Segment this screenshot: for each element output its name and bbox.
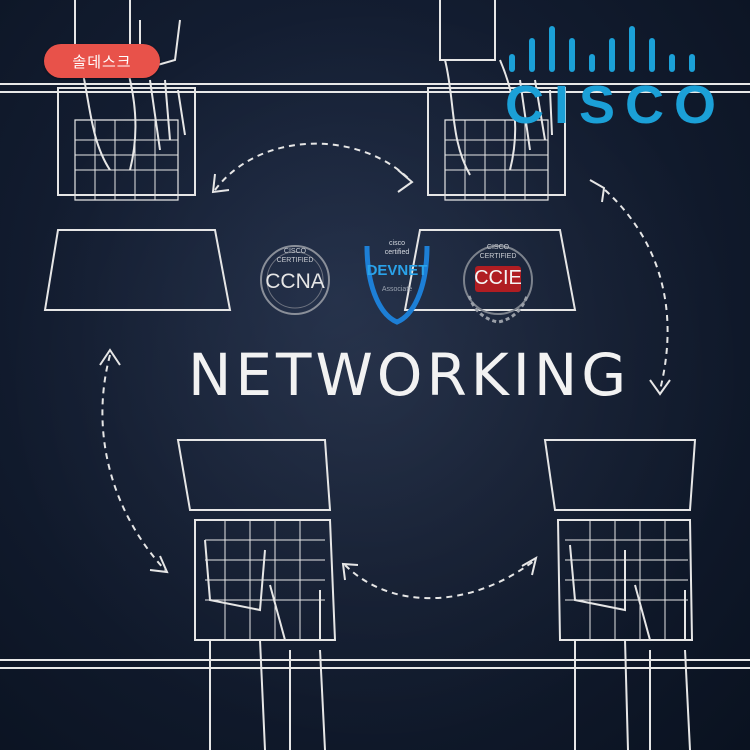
cert-top-line: CISCO: [283, 248, 307, 255]
cert-top-line: CISCO: [486, 244, 510, 251]
cert-seal-ccna: CISCO CERTIFIED CCNA: [255, 240, 335, 320]
brand-badge: 솔데스크: [44, 44, 160, 78]
seal-ring-icon: [260, 245, 330, 315]
hand-sketch-icon: [569, 544, 691, 750]
headline-networking: NETWORKING: [188, 341, 631, 409]
seal-shield-icon: [364, 245, 430, 325]
cert-name: CCNA: [265, 270, 325, 293]
hand-sketch-icon: [439, 0, 553, 176]
cert-seal-devnet: cisco certified DEVNET Associate: [357, 236, 437, 326]
cisco-bars-logo-icon: [509, 26, 695, 72]
cert-name: DEVNET: [366, 262, 428, 279]
laptop-sketch-icon: [543, 439, 697, 641]
cert-top-line: cisco: [389, 240, 405, 247]
cisco-wordmark: CISCO: [505, 75, 727, 135]
cert-sub-line: Associate: [381, 286, 413, 293]
desk-edge-top: [0, 83, 750, 93]
cert-name: CCIE: [474, 267, 522, 289]
cert-mid-line: CERTIFIED: [479, 253, 517, 260]
hand-sketch-icon: [204, 539, 326, 750]
cert-seal-ccie: CISCO CERTIFIED CCIE: [453, 238, 543, 328]
cert-mid-line: certified: [384, 249, 410, 256]
laptop-sketch-icon: [403, 87, 577, 311]
seal-laurel-icon: [463, 245, 533, 324]
laptop-sketch-icon: [43, 87, 232, 311]
arrowhead-icon: [99, 169, 671, 581]
cert-mid-line: CERTIFIED: [276, 257, 314, 264]
dashed-arrow-icon: [101, 142, 669, 600]
